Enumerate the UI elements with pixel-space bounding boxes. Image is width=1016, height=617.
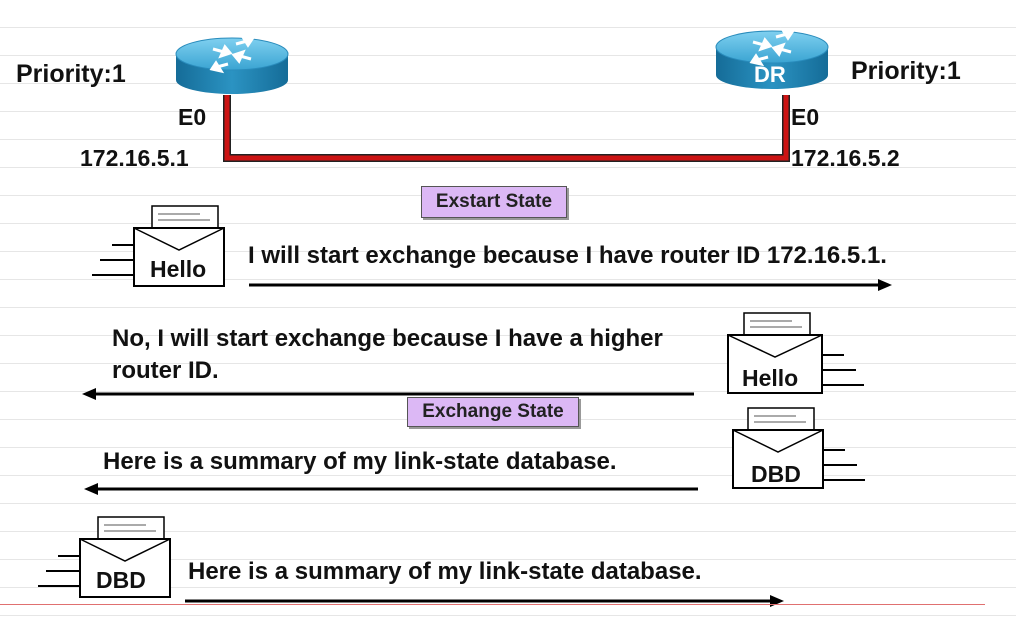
envelope-4	[79, 516, 171, 598]
right-router-interface: E0	[791, 104, 820, 130]
arrow-4-right	[185, 595, 784, 607]
speed-lines-2	[822, 354, 864, 386]
dr-badge: DR	[754, 62, 786, 87]
message-1-text: I will start exchange because I have rou…	[248, 242, 887, 269]
packet-1-label: Hello	[150, 256, 207, 282]
router-left-icon	[175, 34, 289, 94]
envelope-2	[727, 312, 823, 394]
message-2-text: No, I will start exchange because I have…	[112, 325, 663, 384]
packet-2-label: Hello	[742, 365, 799, 391]
link-shadow	[223, 95, 790, 162]
arrow-2-left	[82, 388, 694, 400]
speed-lines-4	[38, 555, 80, 587]
left-router-ip: 172.16.5.1	[80, 145, 189, 171]
right-router-priority: Priority:1	[851, 57, 961, 85]
left-router-priority: Priority:1	[16, 60, 126, 88]
router-right-dr-icon	[715, 27, 829, 89]
arrow-3-left	[84, 483, 698, 495]
envelope-3	[732, 407, 824, 489]
message-3-text: Here is a summary of my link-state datab…	[103, 448, 617, 475]
speed-lines-3	[823, 449, 865, 481]
message-4-text: Here is a summary of my link-state datab…	[188, 558, 702, 585]
arrow-1-right	[249, 279, 892, 291]
envelope-1	[133, 205, 225, 287]
left-router-interface: E0	[178, 104, 207, 130]
exchange-state-label: Exchange State	[407, 397, 579, 427]
right-router-ip: 172.16.5.2	[791, 145, 900, 171]
exstart-state-label: Exstart State	[421, 186, 567, 218]
packet-3-label: DBD	[751, 461, 801, 487]
packet-4-label: DBD	[96, 567, 146, 593]
footer-rule	[0, 604, 985, 605]
network-link	[224, 95, 789, 161]
speed-lines-1	[92, 244, 134, 276]
